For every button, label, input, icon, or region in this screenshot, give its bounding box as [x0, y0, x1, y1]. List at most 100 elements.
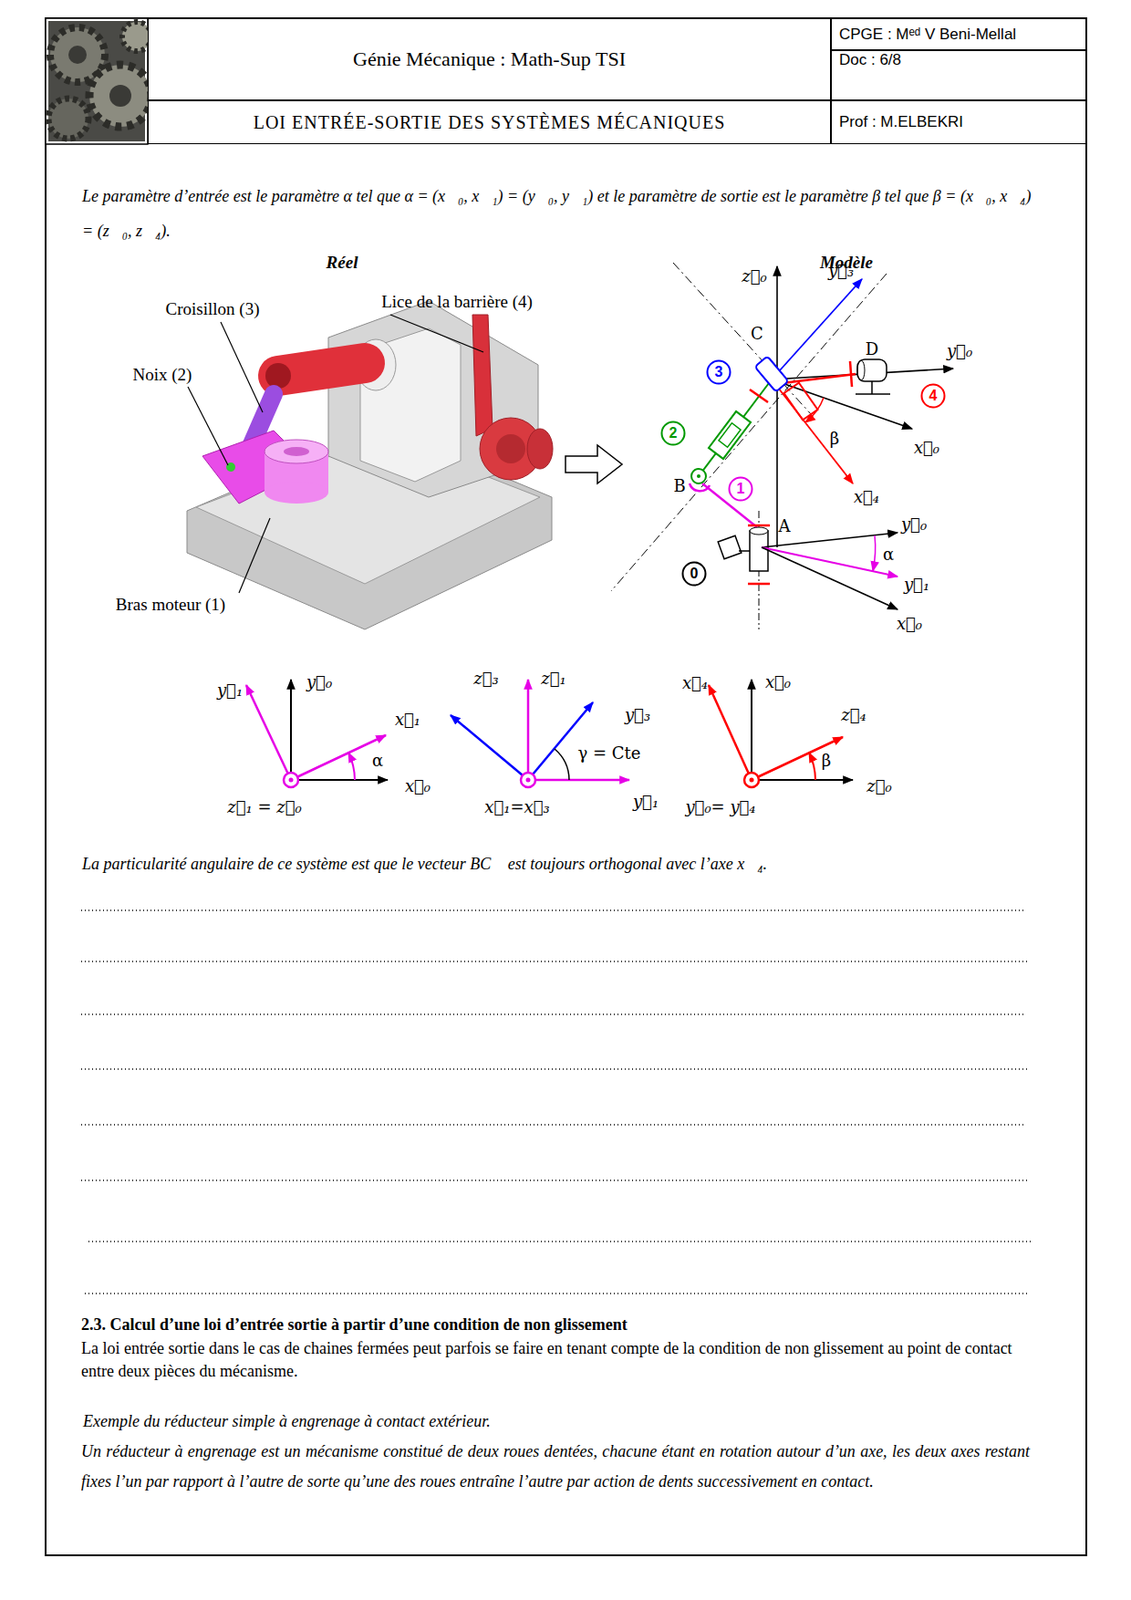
answer-dotted-lines [81, 1068, 1028, 1069]
kinematic-model [783, 383, 818, 421]
angle-label: β [830, 428, 840, 448]
transition-arrow [565, 445, 623, 484]
part-label: Lice de la barrière (4) [381, 291, 533, 312]
gear-logo [109, 84, 132, 107]
example-text: Exemple du réducteur simple à engrenage … [83, 1410, 1050, 1432]
vector-label: x⃗₀ [765, 672, 791, 692]
header-info-cell: Doc : 6/8 [830, 50, 1087, 101]
vector-label: y⃗₀ [901, 514, 927, 534]
vector-label: y⃗₁ [217, 680, 243, 700]
gear-logo [48, 20, 152, 142]
answer-dotted-lines [81, 1013, 1027, 1015]
view-title: Réel [326, 252, 359, 273]
angle-figure [554, 748, 570, 780]
header-info-cell: CPGE : Mᵉᵈ V Beni-Mellal [830, 18, 1087, 51]
vector-label: y⃗₀ [946, 341, 973, 361]
definition-paragraph: Un réducteur à engrenage est un mécanism… [81, 1436, 1030, 1497]
angle-figure [744, 772, 759, 788]
vector-label: z⃗₀ [741, 266, 768, 286]
kinematic-model [755, 355, 789, 392]
angle-figure [520, 772, 536, 788]
kinematic-model [782, 373, 856, 384]
vector-label: z⃗₁ = z⃗₀ [227, 797, 302, 817]
callout-circle [683, 562, 706, 586]
vector-label: x⃗₁=x⃗₃ [484, 797, 550, 817]
angle-figure [246, 679, 388, 788]
angle-label: γ = Cte [578, 743, 642, 763]
callout-circle [662, 422, 685, 446]
part-label: Croisillon (3) [166, 299, 260, 319]
leader-line [390, 314, 484, 353]
barrier-illustration [496, 434, 526, 464]
angle-figure [708, 684, 752, 780]
vector-label: z⃗₁ [540, 668, 567, 688]
angle-label: β [821, 750, 831, 770]
vector-label: y⃗₀ [306, 672, 333, 692]
section-heading: 2.3. Calcul d’une loi d’entrée sortie à … [81, 1315, 628, 1334]
angle-label: β [821, 750, 831, 770]
kinematic-model [698, 379, 772, 477]
answer-dotted-lines [81, 1179, 1028, 1181]
kinematic-model [717, 535, 742, 560]
vector-label: x⃗₀ [404, 776, 431, 796]
vector-label: y⃗₁ [903, 574, 930, 594]
vector-label: y⃗₀ [946, 341, 973, 361]
gear-logo [89, 64, 152, 127]
angle-figure [809, 752, 816, 780]
callout-number: 0 [690, 565, 699, 582]
barrier-illustration [264, 439, 329, 464]
barrier-illustration [527, 428, 553, 469]
vector-label: z⃗₄ [840, 705, 867, 725]
page-frame [45, 18, 1087, 1556]
angle-figure [749, 778, 755, 783]
answer-dotted-lines [81, 909, 1027, 911]
vector-label: y⃗₁ [903, 574, 930, 594]
callout-circle [707, 361, 731, 384]
transition-arrow [565, 445, 623, 484]
leader-line [187, 314, 484, 593]
point-label: D [865, 339, 879, 359]
body-paragraph: La loi entrée sortie dans le cas de chai… [81, 1338, 1013, 1381]
kinematic-model [749, 389, 768, 403]
kinematic-model [771, 379, 913, 429]
header-text: Prof : M.ELBEKRI [839, 113, 964, 132]
part-label: Croisillon (3) [166, 299, 260, 320]
kinematic-model [857, 359, 887, 382]
kinematic-model [673, 262, 812, 416]
header-text: Doc : 6/8 [839, 51, 902, 70]
barrier-illustration [472, 314, 493, 436]
header-text: Génie Mécanique : Math-Sup TSI [352, 47, 626, 72]
vector-label: x⃗₀ [404, 776, 431, 796]
vector-label: x⃗₁=x⃗₃ [484, 797, 550, 817]
vector-label: x⃗₀ [765, 672, 791, 692]
kinematic-model [689, 483, 710, 491]
answer-dotted-lines [81, 1123, 1024, 1125]
kinematic-model [738, 549, 750, 552]
vector-label: z⃗₁ = z⃗₀ [227, 797, 302, 817]
callout-number: 1 [736, 480, 746, 498]
header-subtitle-cell: LOI ENTRÉE-SORTIE DES SYSTÈMES MÉCANIQUE… [147, 100, 831, 145]
kinematic-model [718, 423, 741, 447]
answer-dotted-lines [81, 910, 1032, 1294]
kinematic-model [611, 273, 887, 592]
point-label: A [778, 516, 791, 536]
kinematic-model [872, 535, 876, 571]
vector-label: x⃗₄ [853, 487, 880, 507]
barrier-illustration [278, 363, 365, 376]
leader-line [187, 386, 229, 466]
kinematic-model [855, 393, 891, 395]
vector-label: y⃗₁ [632, 791, 659, 811]
angle-figure [450, 715, 529, 780]
answer-dotted-lines [88, 1240, 1032, 1242]
angle-figure [450, 679, 630, 788]
kinematic-model [749, 530, 768, 571]
angle-label: α [372, 750, 384, 770]
kinematic-model [696, 474, 701, 478]
kinematic-model [761, 547, 898, 577]
kinematic-model [691, 468, 706, 484]
part-label: Bras moteur (1) [115, 594, 226, 614]
part-label: Noix (2) [133, 364, 193, 385]
kinematic-model [771, 379, 853, 484]
barrier-illustration [186, 300, 553, 630]
